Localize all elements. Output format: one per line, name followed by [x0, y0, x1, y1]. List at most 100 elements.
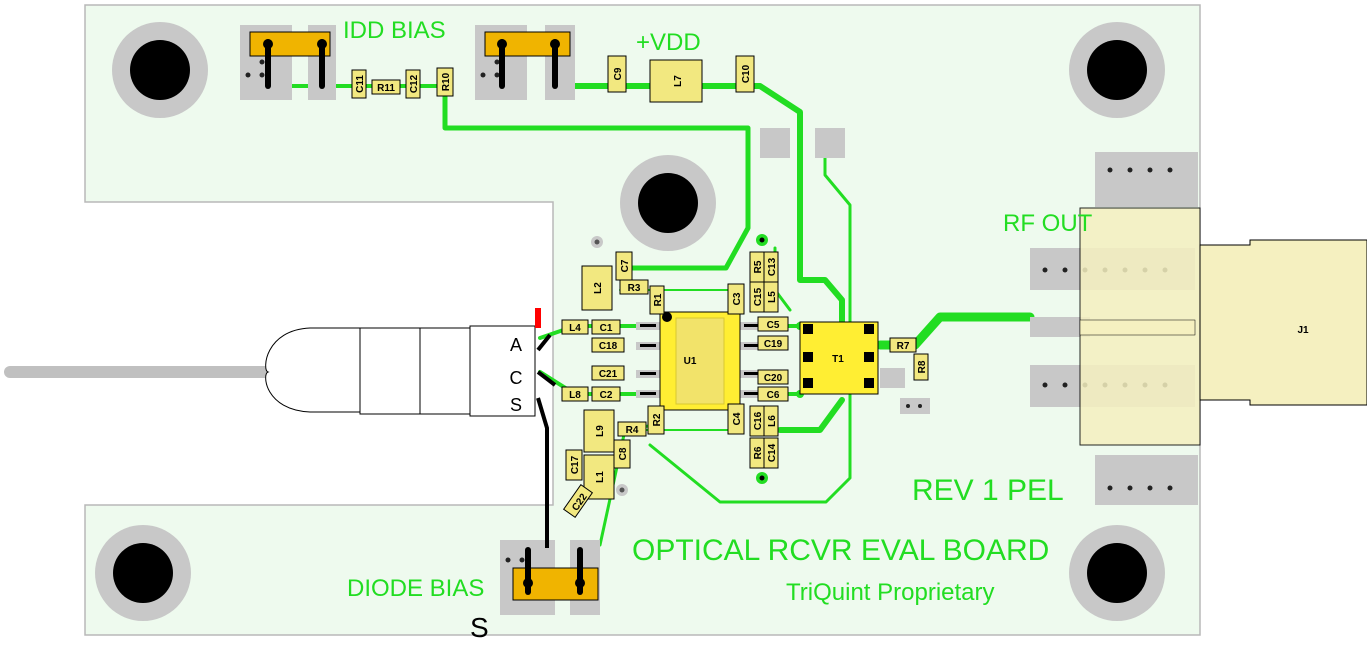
component-r2: R2: [647, 405, 665, 435]
component-c6-label: C6: [767, 390, 780, 401]
component-r8: R8: [913, 353, 929, 381]
component-c6: C6: [757, 386, 789, 402]
mounting-hole-center: [620, 155, 716, 251]
component-r10-label: R10: [441, 72, 452, 91]
s-marker-label: S: [470, 612, 489, 643]
ic-u1: U1: [636, 311, 764, 411]
jumper-vdd[interactable]: [484, 31, 571, 89]
component-c11: C11: [351, 69, 367, 99]
component-c13-label: C13: [767, 257, 778, 276]
component-c8: C8: [613, 439, 631, 469]
component-c9-label: C9: [613, 67, 624, 80]
component-c16: C16: [749, 405, 765, 437]
pin-c-label: C: [510, 368, 523, 388]
component-c4: C4: [727, 403, 745, 435]
t1-label: T1: [832, 354, 844, 365]
component-l7: L7: [649, 59, 703, 103]
mounting-hole-top-right: [1069, 22, 1165, 118]
mounting-hole-top-left: [112, 22, 208, 118]
component-r5: R5: [749, 251, 765, 283]
component-r1: R1: [649, 285, 665, 315]
component-r6-label: R6: [753, 446, 764, 459]
component-r11-label: R11: [377, 83, 395, 94]
component-c15-label: C15: [753, 287, 764, 306]
component-l4-label: L4: [569, 323, 581, 334]
component-l9-label: L9: [595, 425, 606, 437]
sma-connector-j1: J1: [1079, 207, 1367, 446]
component-c7-label: C7: [620, 259, 631, 272]
component-l1-label: L1: [595, 471, 606, 483]
components: C11 R11 C12 R10 C9 L7 C10 C7 L2 R3 R1 C3…: [351, 55, 929, 518]
proprietary-label: TriQuint Proprietary: [786, 579, 995, 606]
component-l2-label: L2: [593, 282, 604, 294]
component-c20-label: C20: [764, 373, 783, 384]
component-c3-label: C3: [732, 292, 743, 305]
jumper-idd-bias[interactable]: [249, 31, 331, 89]
component-c12: C12: [405, 69, 421, 99]
component-c4-label: C4: [732, 412, 743, 425]
component-c17-label: C17: [570, 455, 581, 474]
component-c21: C21: [591, 365, 625, 381]
component-r6: R6: [749, 437, 765, 469]
component-c18: C18: [591, 337, 625, 353]
component-c17: C17: [565, 449, 583, 481]
component-c10-label: C10: [741, 64, 752, 83]
component-r2-label: R2: [652, 413, 663, 426]
rev-label: REV 1 PEL: [912, 474, 1064, 507]
board-name-label: OPTICAL RCVR EVAL BOARD: [632, 534, 1049, 567]
component-c7: C7: [615, 251, 633, 281]
rf-out-label: RF OUT: [1003, 210, 1093, 237]
component-c5-label: C5: [767, 320, 780, 331]
component-c3: C3: [727, 283, 745, 315]
component-r3-label: R3: [628, 283, 641, 294]
component-c14: C14: [763, 437, 779, 469]
component-c2: C2: [591, 386, 621, 402]
mounting-hole-bottom-right: [1069, 525, 1165, 621]
component-c15: C15: [749, 281, 765, 313]
component-c14-label: C14: [767, 443, 778, 462]
component-c12-label: C12: [409, 74, 420, 93]
component-c9: C9: [607, 55, 627, 93]
component-c13: C13: [763, 251, 779, 283]
component-r5-label: R5: [753, 260, 764, 273]
component-r1-label: R1: [653, 293, 664, 306]
component-l5: L5: [763, 281, 779, 313]
component-c20: C20: [757, 369, 789, 385]
mounting-hole-bottom-left: [95, 525, 191, 621]
component-c2-label: C2: [600, 390, 613, 401]
component-l6: L6: [763, 405, 779, 437]
component-c21-label: C21: [599, 369, 618, 380]
component-l5-label: L5: [767, 291, 778, 303]
component-l7-label: L7: [673, 75, 684, 87]
transformer-t1: T1: [799, 321, 879, 395]
component-c1-label: C1: [600, 323, 613, 334]
component-r8-label: R8: [917, 360, 928, 373]
component-r7: R7: [889, 337, 917, 353]
component-r11: R11: [371, 79, 401, 95]
component-r3: R3: [619, 279, 649, 295]
jumper-diode-bias[interactable]: [512, 547, 599, 601]
u1-label: U1: [684, 356, 697, 367]
component-l9: L9: [583, 409, 615, 453]
component-c8-label: C8: [618, 447, 629, 460]
pin-a-label: A: [510, 335, 522, 355]
component-l6-label: L6: [767, 415, 778, 427]
component-l8-label: L8: [569, 390, 581, 401]
component-c10: C10: [735, 55, 755, 93]
vdd-label: +VDD: [636, 29, 701, 56]
j1-label: J1: [1297, 325, 1309, 336]
component-r4: R4: [617, 421, 647, 437]
component-r4-label: R4: [626, 425, 639, 436]
diode-bias-label: DIODE BIAS: [347, 575, 484, 602]
photodiode: A C S: [4, 308, 557, 548]
component-c19-label: C19: [764, 339, 783, 350]
component-c19: C19: [757, 335, 789, 351]
component-c18-label: C18: [599, 341, 618, 352]
pin-s-label: S: [510, 395, 522, 415]
idd-bias-label: IDD BIAS: [343, 17, 446, 44]
component-r7-label: R7: [897, 341, 910, 352]
component-l4: L4: [561, 319, 589, 335]
component-c5: C5: [757, 316, 789, 332]
component-r10: R10: [436, 67, 454, 97]
